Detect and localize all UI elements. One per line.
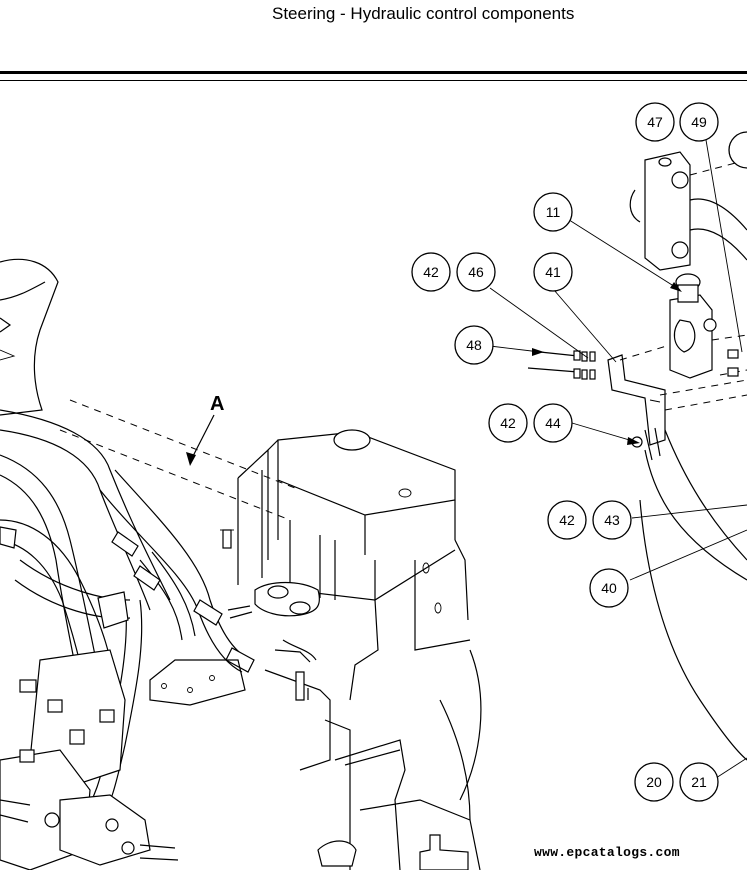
- hose-bundle: [0, 409, 255, 831]
- leader-lines: [489, 139, 747, 779]
- callout-label: 21: [691, 774, 707, 790]
- chassis-frame: [149, 429, 482, 870]
- callout-42: 42: [488, 403, 528, 443]
- callout-43: 43: [592, 500, 632, 540]
- view-label: A: [210, 393, 224, 415]
- callout-label: 48: [466, 337, 482, 353]
- callout-label: 49: [691, 114, 707, 130]
- callout-label: 44: [545, 415, 561, 431]
- control-valve-block: [0, 649, 179, 870]
- cropped-callout: [728, 131, 747, 169]
- callout-label: 11: [546, 204, 561, 220]
- callout-label: 40: [601, 580, 617, 596]
- callout-label: 42: [423, 264, 439, 280]
- callout-42: 42: [411, 252, 451, 292]
- callout-20: 20: [634, 762, 674, 802]
- header-divider: [0, 71, 747, 74]
- page-title: Steering - Hydraulic control components: [272, 4, 575, 23]
- callout-40: 40: [589, 568, 629, 608]
- callout-11: 11: [533, 192, 573, 232]
- view-a-indicator: A: [186, 393, 224, 466]
- callout-49: 49: [679, 102, 719, 142]
- callout-label: 20: [646, 774, 662, 790]
- callout-21: 21: [679, 762, 719, 802]
- callout-label: 47: [647, 114, 663, 130]
- callout-label: 42: [500, 415, 516, 431]
- callout-label: 41: [545, 264, 561, 280]
- callout-47: 47: [635, 102, 675, 142]
- callout-label: 42: [559, 512, 575, 528]
- callout-41: 41: [533, 252, 573, 292]
- centerlines: [59, 399, 301, 521]
- callout-42: 42: [547, 500, 587, 540]
- callout-48: 48: [454, 325, 494, 365]
- header-divider-thin: [0, 80, 747, 81]
- callout-label: 46: [468, 264, 484, 280]
- seat-illustration: [0, 258, 59, 416]
- callout-label: 43: [604, 512, 620, 528]
- watermark: www.epcatalogs.com: [534, 845, 680, 860]
- callout-46: 46: [456, 252, 496, 292]
- callout-44: 44: [533, 403, 573, 443]
- valve-detail: [527, 151, 747, 761]
